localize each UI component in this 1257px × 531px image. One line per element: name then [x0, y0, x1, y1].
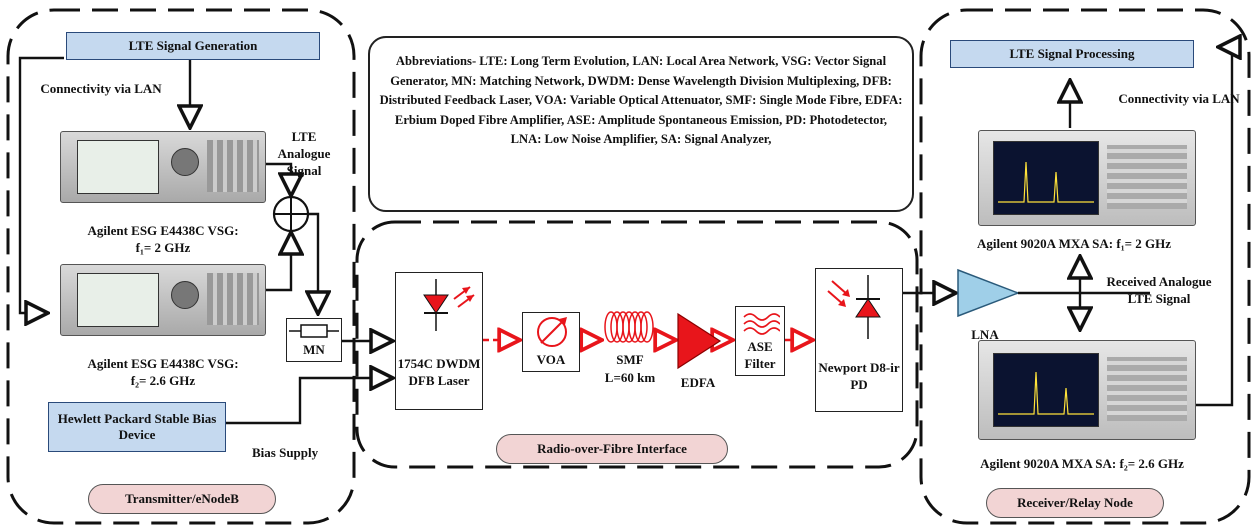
- bias-supply-label: Bias Supply: [252, 445, 319, 460]
- vsg1-freq: f₁= 2 GHz: [135, 240, 191, 255]
- sa2-label: Agilent 9020A MXA SA: f₂= 2.6 GHz: [980, 456, 1184, 471]
- transmitter-frame: [6, 8, 356, 525]
- vsg2-instrument: [60, 264, 266, 336]
- rx-connectivity-label: Connectivity via LAN: [1118, 91, 1240, 106]
- voa-label: VOA: [536, 352, 566, 367]
- filter-wave-icon: [743, 313, 780, 335]
- vsg2-name: Agilent ESG E4438C VSG:: [87, 356, 239, 371]
- laser-label: 1754C DWDM DFB Laser: [397, 356, 481, 388]
- smf-length: L=60 km: [604, 370, 656, 385]
- abbreviations-box: Abbreviations- LTE: Long Term Evolution,…: [368, 36, 914, 212]
- ase-label: ASE Filter: [744, 339, 776, 371]
- edfa-label: EDFA: [680, 375, 716, 390]
- lte-analogue-label: LTE Analogue Signal: [277, 129, 331, 178]
- transmitter-title: Transmitter/eNodeB: [88, 484, 276, 514]
- photodetector-box: Newport D8-ir PD: [815, 268, 903, 412]
- matching-network-box: MN: [286, 318, 342, 362]
- receiver-frame: [919, 8, 1251, 525]
- voa-box: VOA: [522, 312, 580, 372]
- tx-connectivity-label: Connectivity via LAN: [40, 81, 162, 96]
- received-signal-label: Received Analogue LTE Signal: [1106, 274, 1212, 306]
- sa2-instrument: [978, 340, 1196, 440]
- fibre-spool-icon: [604, 311, 654, 343]
- spectrum-trace-icon: [998, 161, 1094, 203]
- sa1-label: Agilent 9020A MXA SA: f₁= 2 GHz: [976, 236, 1172, 251]
- attenuator-icon: [537, 317, 567, 347]
- rof-title: Radio-over-Fibre Interface: [496, 434, 728, 464]
- pd-label: Newport D8-ir PD: [818, 360, 900, 392]
- vsg2-freq: f₂= 2.6 GHz: [130, 373, 196, 388]
- vsg1-name: Agilent ESG E4438C VSG:: [87, 223, 239, 238]
- vsg1-instrument: [60, 131, 266, 203]
- lte-signal-generation-box: LTE Signal Generation: [66, 32, 320, 60]
- ase-filter-box: ASE Filter: [735, 306, 785, 376]
- lna-label: LNA: [971, 327, 999, 342]
- photodiode-icon: [827, 275, 881, 339]
- resistor-icon: [289, 324, 339, 338]
- spectrum-trace-icon-2: [998, 371, 1094, 415]
- laser-diode-icon: [423, 279, 475, 331]
- sa1-instrument: [978, 130, 1196, 226]
- edfa-amplifier-icon: [677, 312, 722, 370]
- smf-label: SMF: [616, 352, 644, 367]
- rof-frame: [355, 220, 919, 469]
- lna-amplifier: [957, 268, 1021, 318]
- receiver-title: Receiver/Relay Node: [986, 488, 1164, 518]
- laser-box: 1754C DWDM DFB Laser: [395, 272, 483, 410]
- hp-bias-device-box: Hewlett Packard Stable Bias Device: [48, 402, 226, 452]
- mn-label: MN: [303, 342, 325, 357]
- lte-signal-processing-box: LTE Signal Processing: [950, 40, 1194, 68]
